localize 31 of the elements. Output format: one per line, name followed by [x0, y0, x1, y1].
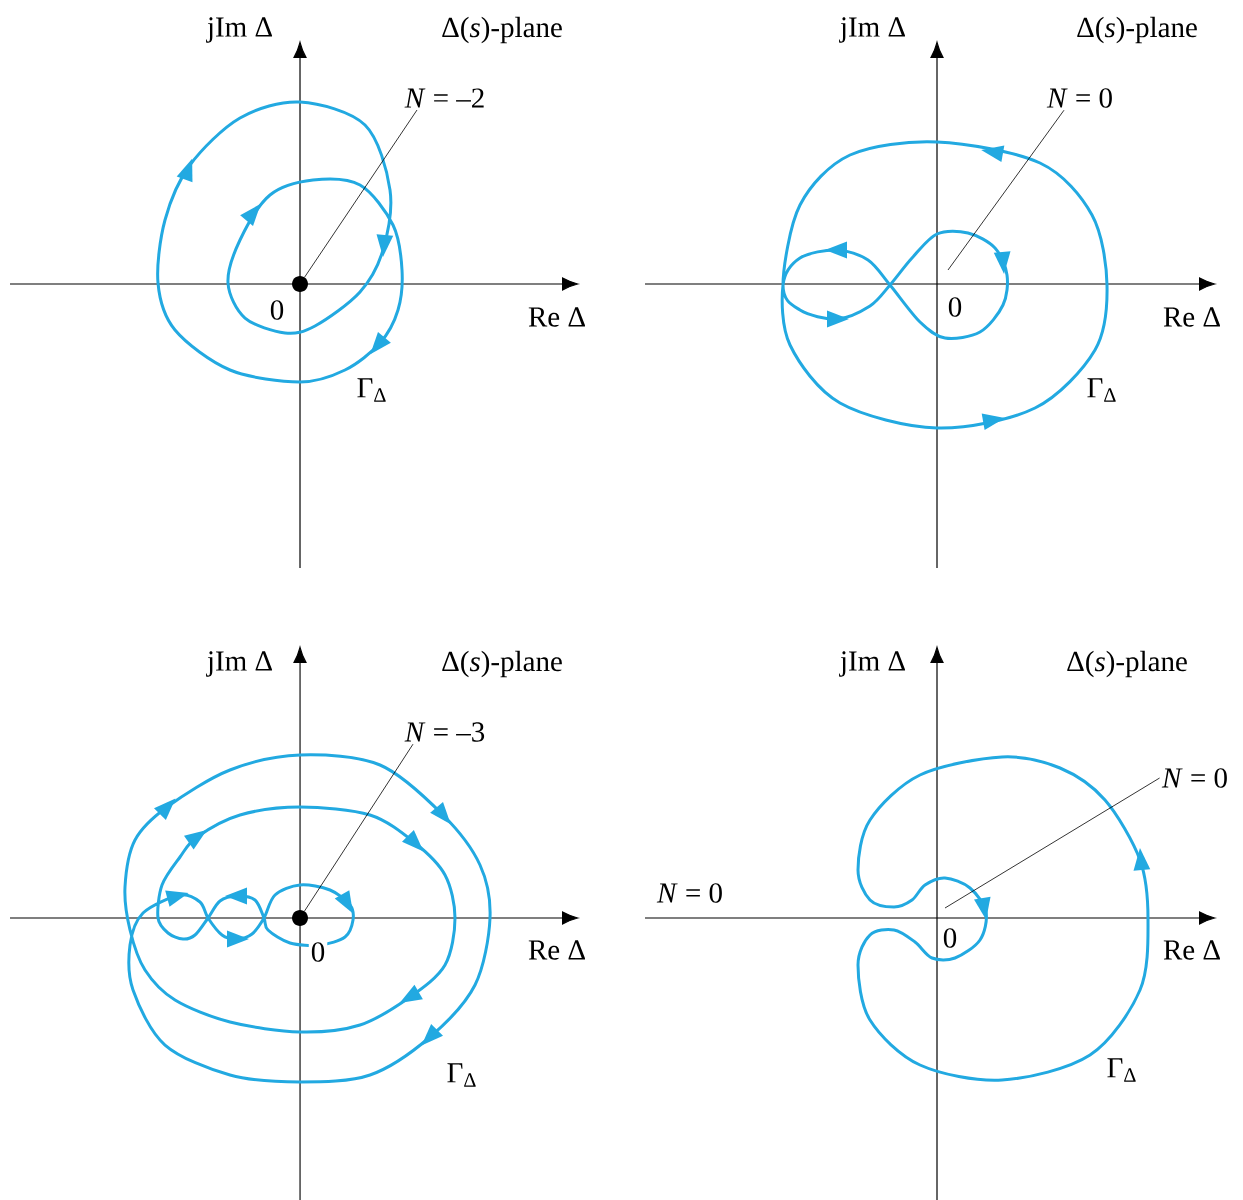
- origin-dot: [292, 910, 308, 926]
- leader-line: [944, 777, 1160, 909]
- axis-label: Δ(s)-plane: [439, 648, 565, 680]
- axis-label: jIm Δ: [837, 649, 909, 679]
- leader-line: [304, 109, 418, 278]
- axis-label: jIm Δ: [204, 15, 276, 45]
- axis-label: N = 0: [655, 881, 726, 905]
- leader-line: [304, 743, 414, 912]
- leader-line: [947, 109, 1065, 271]
- winding-number-label: N = 0: [1046, 88, 1112, 108]
- axis-label: Γ$_{Δ}$: [1084, 376, 1120, 404]
- winding-number-label: N = 0: [1161, 768, 1227, 788]
- axis-label: Re Δ: [1160, 938, 1224, 962]
- axis-label: Δ(s)-plane: [1074, 14, 1200, 46]
- axis-label: 0: [945, 295, 965, 319]
- winding-number-label: N = –3: [404, 722, 485, 742]
- winding-number-label: N = –2: [404, 88, 484, 108]
- axis-label: Re Δ: [525, 305, 589, 329]
- origin-dot: [292, 276, 308, 292]
- axis-label: 0: [940, 926, 960, 950]
- axis-label: Γ$_{Δ}$: [1104, 1056, 1140, 1084]
- axis-label: Re Δ: [1160, 305, 1224, 329]
- axis-label: 0: [308, 940, 328, 964]
- axis-label: Γ$_{Δ}$: [444, 1061, 480, 1089]
- axis-label: 0: [267, 298, 287, 322]
- axis-label: Re Δ: [525, 938, 589, 962]
- axis-label: jIm Δ: [204, 649, 276, 679]
- axis-label: Δ(s)-plane: [439, 14, 565, 46]
- axis-label: Δ(s)-plane: [1064, 648, 1190, 680]
- axis-label: Γ$_{Δ}$: [354, 376, 390, 404]
- axis-label: jIm Δ: [837, 15, 909, 45]
